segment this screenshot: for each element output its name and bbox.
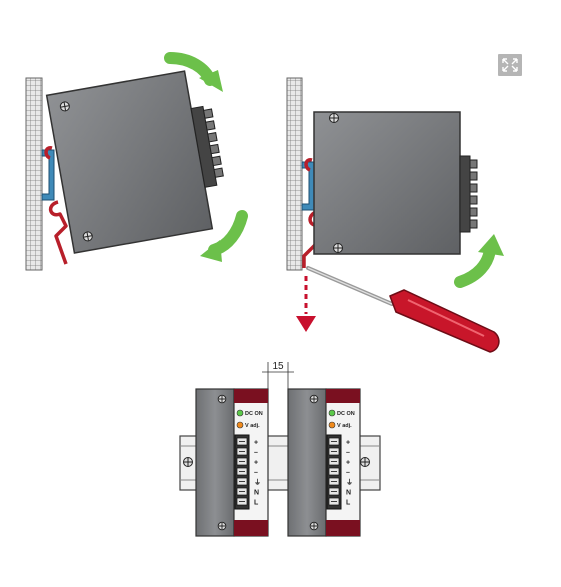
terminal-block-right (459, 155, 478, 233)
screw-icon (309, 521, 319, 531)
spacing-dimension: 15 (262, 361, 294, 389)
screw-icon (333, 243, 343, 253)
screw-icon (217, 521, 227, 531)
dc-on-label: DC ON (337, 411, 355, 417)
terminal-strip-b: + – + – ⏚ NL (326, 434, 353, 510)
top-accent-bar (326, 389, 360, 403)
terminal-strip-a: + – + – ⏚ NL (234, 434, 261, 510)
terminal-label: – (346, 470, 350, 477)
rotate-out-arrow (454, 234, 504, 288)
terminal-label: L (254, 500, 259, 507)
terminal-label: – (254, 450, 258, 457)
top-accent-bar (234, 389, 268, 403)
dc-on-label: DC ON (245, 411, 263, 417)
terminal-label: – (346, 450, 350, 457)
power-module-tilted (45, 70, 214, 254)
screwdriver-icon (306, 266, 500, 353)
screw-icon (360, 457, 370, 467)
terminal-label: ⏚ (346, 479, 353, 487)
spacing-value: 15 (272, 361, 284, 372)
bottom-accent-bar (234, 520, 268, 536)
terminal-label: + (346, 440, 350, 447)
bottom-accent-bar (326, 520, 360, 536)
pull-down-arrow (296, 276, 316, 332)
power-module-mounted (313, 111, 461, 255)
v-adj-potentiometer[interactable] (328, 421, 336, 429)
terminal-label: – (254, 470, 258, 477)
step1-hook-onto-rail (25, 52, 248, 271)
terminal-label: N (254, 490, 259, 497)
spring-latch-left (44, 146, 68, 265)
terminal-label: ⏚ (254, 479, 261, 487)
terminal-label: + (254, 460, 258, 467)
dc-on-led (236, 409, 244, 417)
mounting-wall-right (286, 77, 303, 271)
screw-icon (329, 113, 339, 123)
terminal-block-left (190, 105, 224, 188)
v-adj-label: V adj. (245, 423, 260, 429)
terminal-label: L (346, 500, 351, 507)
v-adj-label: V adj. (337, 423, 352, 429)
expand-icon[interactable] (498, 54, 522, 76)
screw-icon (217, 394, 227, 404)
mounting-wall-left (25, 77, 43, 271)
screw-icon (309, 394, 319, 404)
v-adj-potentiometer[interactable] (236, 421, 244, 429)
terminal-label: + (346, 460, 350, 467)
step3-module-spacing: DC ON V adj. +–+–⏚NL DC ON V adj. +–+–⏚N… (179, 361, 381, 537)
screw-icon (183, 457, 193, 467)
rotate-clockwise-arrow-bottom (200, 210, 248, 262)
module-b: DC ON V adj. + – + – ⏚ NL (287, 388, 361, 537)
screw-icon (59, 101, 70, 112)
dc-on-led (328, 409, 336, 417)
din-rail-clip-left (41, 149, 55, 201)
terminal-label: + (254, 440, 258, 447)
terminal-label: N (346, 490, 351, 497)
screw-icon (82, 231, 93, 242)
step2-release-with-screwdriver (286, 77, 504, 353)
module-a: DC ON V adj. + – + – ⏚ NL (195, 388, 269, 537)
rotate-clockwise-arrow-top (164, 52, 223, 92)
